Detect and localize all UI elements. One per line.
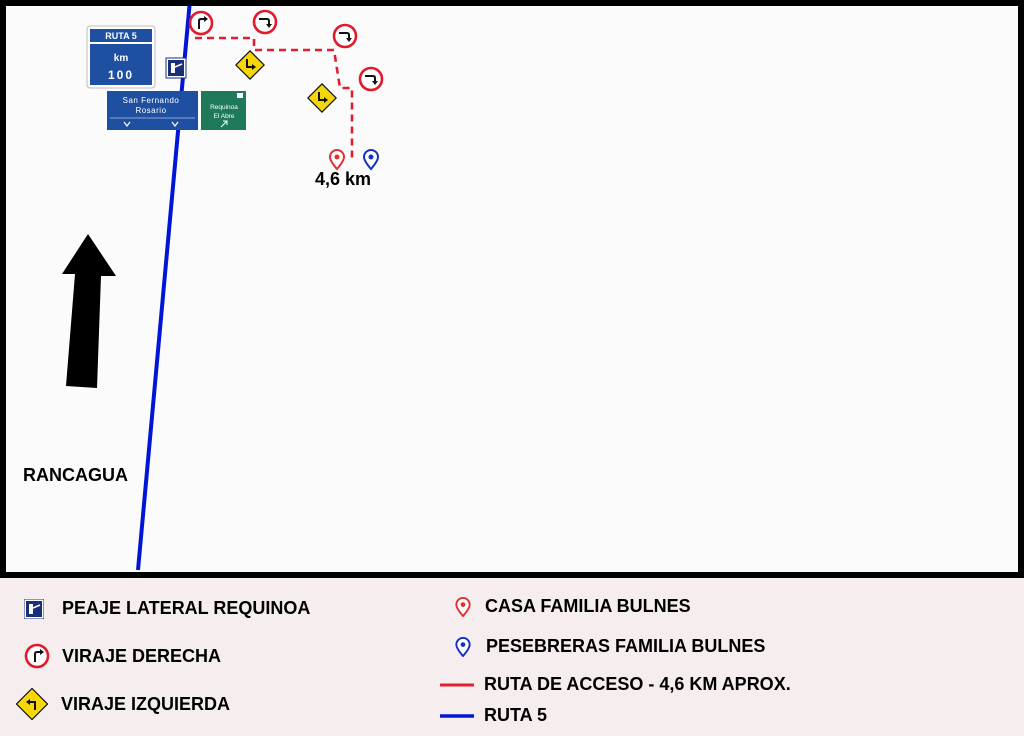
right-turn-sign-1 — [188, 10, 214, 36]
pesebreras-familia-bulnes-marker — [362, 149, 380, 171]
legend-item-pesebreras: PESEBRERAS FAMILIA BULNES — [455, 636, 765, 657]
toll-icon — [24, 598, 44, 619]
right-turn-sign-2 — [252, 9, 278, 35]
north-arrow — [62, 234, 116, 388]
legend-label-right-turn: VIRAJE DERECHA — [62, 645, 222, 666]
ruta-5-line — [136, 6, 192, 571]
casa-marker-icon — [455, 596, 471, 617]
left-turn-warning-icon — [16, 688, 48, 720]
access-route-swatch — [440, 683, 474, 686]
route-sign-km-value: 100 — [108, 68, 134, 82]
legend-item-right-turn: VIRAJE DERECHA — [24, 643, 221, 669]
legend-item-toll: PEAJE LATERAL REQUINOA — [24, 598, 310, 619]
legend-label-casa: CASA FAMILIA BULNES — [485, 596, 691, 616]
distance-label: 4,6 km — [315, 169, 371, 189]
legend-label-toll: PEAJE LATERAL REQUINOA — [62, 598, 311, 618]
access-route-line — [195, 36, 354, 158]
direction-sign-requinoa: Requinoa El Abre — [201, 91, 246, 130]
sign-line-rosario: Rosario — [135, 106, 166, 115]
legend-label-left-turn: VIRAJE IZQUIERDA — [61, 693, 231, 714]
right-turn-sign-4 — [358, 66, 384, 92]
casa-familia-bulnes-marker — [328, 149, 346, 171]
route-sign-km-unit: km — [114, 53, 129, 64]
right-turn-sign-3 — [332, 23, 358, 49]
direction-sign-san-fernando: San Fernando Rosario — [107, 91, 198, 130]
ruta-5-km-sign: RUTA 5 km 100 — [86, 25, 156, 89]
legend-item-left-turn: VIRAJE IZQUIERDA — [16, 688, 230, 720]
map-canvas: RUTA 5 km 100 San Fernando Rosario — [23, 6, 384, 571]
city-label-rancagua: RANCAGUA — [23, 465, 128, 485]
map-frame: RUTA 5 km 100 San Fernando Rosario — [0, 0, 1024, 578]
sign-line-san-fernando: San Fernando — [123, 96, 180, 105]
legend: PEAJE LATERAL REQUINOA VIRAJE DERECHA VI… — [0, 578, 1024, 736]
sign-line-el-abre: El Abre — [214, 113, 235, 120]
legend-item-ruta-5: RUTA 5 — [440, 705, 547, 726]
toll-icon — [165, 57, 187, 79]
legend-item-casa: CASA FAMILIA BULNES — [455, 596, 691, 617]
pesebreras-marker-icon — [455, 636, 471, 657]
curve-warning-sign-1 — [235, 50, 265, 80]
sign-line-requinoa: Requinoa — [210, 104, 238, 111]
curve-warning-sign-2 — [307, 83, 337, 113]
route-sign-label: RUTA 5 — [105, 31, 137, 41]
legend-item-access-route: RUTA DE ACCESO - 4,6 KM APROX. — [440, 674, 791, 695]
legend-label-pesebreras: PESEBRERAS FAMILIA BULNES — [486, 636, 766, 656]
ruta-5-swatch — [440, 713, 474, 718]
legend-label-access-route: RUTA DE ACCESO - 4,6 KM APROX. — [484, 674, 791, 694]
map-area: RUTA 5 km 100 San Fernando Rosario — [6, 6, 1018, 572]
right-turn-sign-icon — [24, 643, 50, 669]
legend-label-ruta-5: RUTA 5 — [484, 705, 547, 725]
